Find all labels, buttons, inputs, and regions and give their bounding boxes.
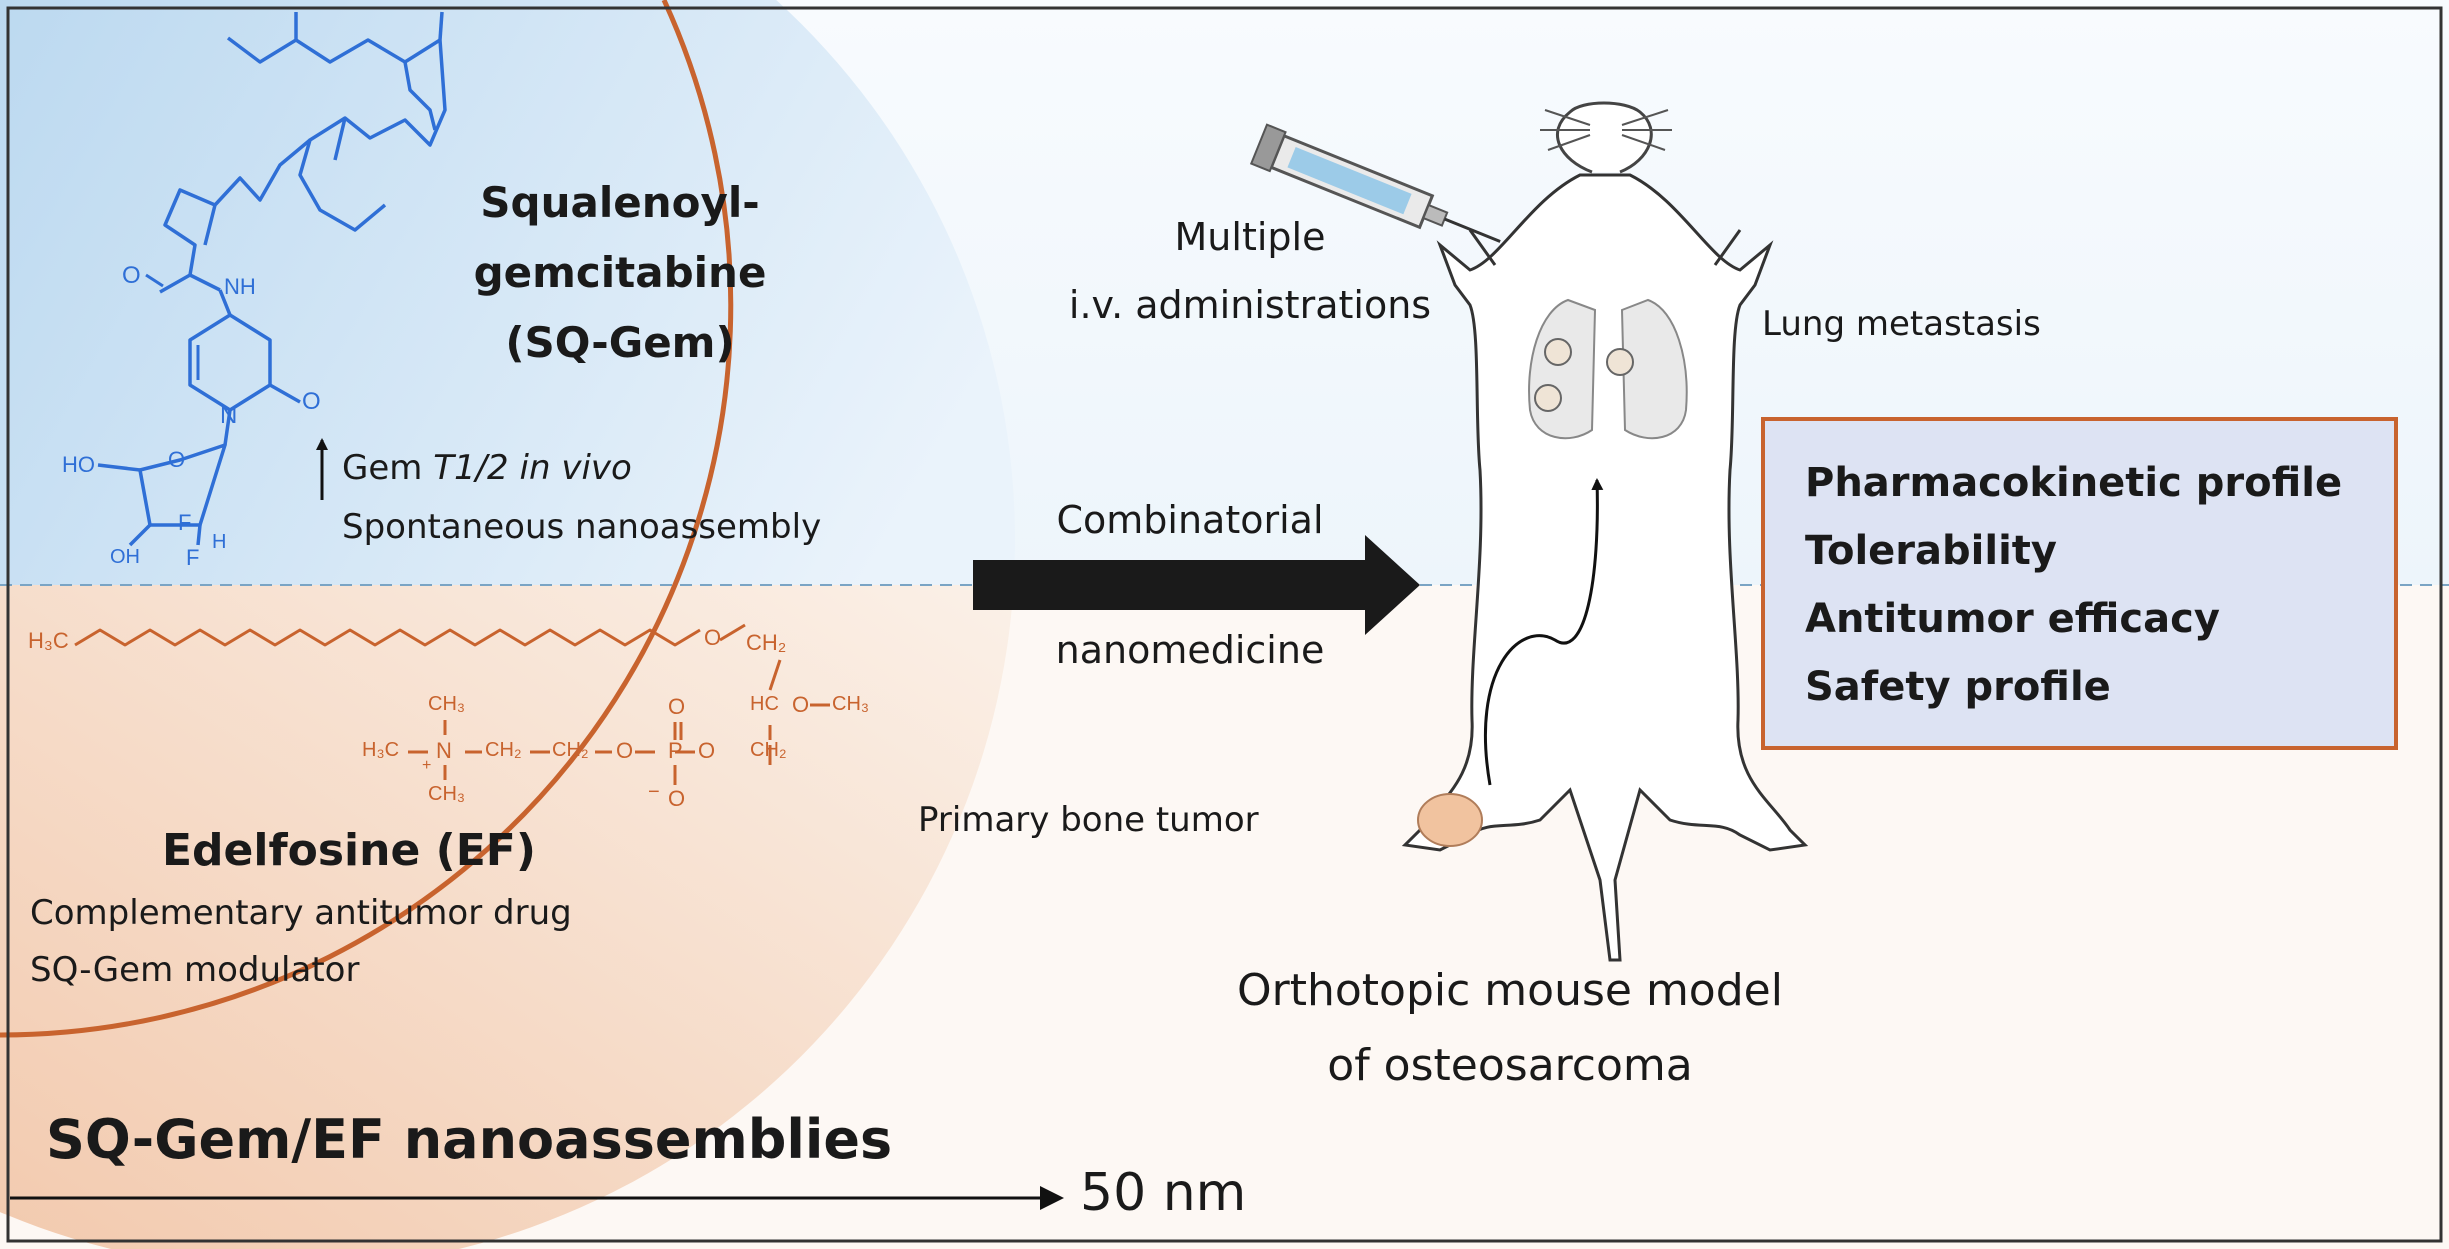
administration-label-line1: Multiple <box>1174 215 1326 259</box>
atom-label: H <box>212 531 227 553</box>
atom-label: CH₃ <box>428 783 466 805</box>
carbonyl <box>145 273 164 288</box>
atom-label: CH₂ <box>750 739 787 761</box>
atom-label: P <box>668 738 683 763</box>
atom-label: CH₂ <box>485 739 522 761</box>
atom-label: H₃C <box>362 739 400 761</box>
outcome-item: Pharmacokinetic profile <box>1805 460 2343 506</box>
atom-label: HO <box>62 452 95 477</box>
arrow-label-bottom: nanomedicine <box>1055 628 1325 672</box>
atom-label: CH₂ <box>746 630 787 655</box>
n-glycosidic-bond <box>223 409 232 446</box>
atom-label: O <box>698 738 716 763</box>
atom-label: CH₃ <box>832 693 870 715</box>
methyl-branch <box>438 11 444 41</box>
sq-gem-half-life-note: Gem T1/2 in vivo <box>342 448 632 489</box>
double-bond <box>403 61 437 131</box>
n-link <box>218 289 232 316</box>
note-prefix: Gem <box>342 448 423 488</box>
atom-label: O <box>302 388 321 415</box>
outcome-item: Antitumor efficacy <box>1805 596 2220 642</box>
ef-description-line2: SQ-Gem modulator <box>30 950 360 990</box>
model-title-line2: of osteosarcoma <box>1327 1040 1693 1091</box>
atom-label: O <box>122 262 141 289</box>
sq-gem-name-line2: gemcitabine <box>473 248 767 297</box>
atom-label: CH₃ <box>428 693 466 715</box>
ch2-bond <box>768 659 782 691</box>
ef-structure <box>74 623 830 785</box>
lung-right <box>1620 298 1688 440</box>
p-double-bond <box>673 722 683 740</box>
f-bond <box>196 524 202 546</box>
lung-metastasis-label: Lung metastasis <box>1762 304 2041 344</box>
ring-carbonyl <box>269 383 301 404</box>
nanoassembly-outline <box>0 0 734 1038</box>
primary-tumor-label: Primary bone tumor <box>918 800 1259 840</box>
atom-label: HC <box>750 693 779 715</box>
mouse-head <box>1556 101 1653 174</box>
primary-tumor <box>1417 793 1483 847</box>
syringe-icon <box>1249 123 1501 243</box>
mouse-arms <box>1468 229 1742 266</box>
scale-arrowhead <box>1040 1186 1064 1210</box>
metastasis-arrow <box>1484 478 1604 786</box>
lung-metastasis-nodule <box>1534 384 1562 412</box>
atom-label: F <box>186 545 200 570</box>
nanoassemblies-title: SQ-Gem/EF nanoassemblies <box>46 1108 893 1171</box>
atom-label: CH₂ <box>552 739 589 761</box>
ether-bond <box>719 623 746 642</box>
charge-label: + <box>422 757 432 774</box>
ef-description-line1: Complementary antitumor drug <box>30 893 572 933</box>
oh-bond <box>128 523 152 547</box>
charge-label: − <box>648 781 660 803</box>
scale-label: 50 nm <box>1080 1163 1247 1223</box>
atom-label: OH <box>110 546 140 568</box>
squalene-chain <box>203 117 347 246</box>
atom-label: O <box>616 738 634 763</box>
atom-label: N <box>220 402 238 429</box>
mouse-illustration <box>1401 101 1809 962</box>
ch2oh-bond <box>97 463 141 472</box>
outcome-item: Tolerability <box>1805 528 2057 574</box>
administration-label-line2: i.v. administrations <box>1068 283 1432 327</box>
atom-label: NH <box>224 274 256 299</box>
atom-label: O <box>704 625 722 650</box>
model-title-line1: Orthotopic mouse model <box>1237 965 1783 1016</box>
sq-gem-structure <box>97 11 447 547</box>
outcome-item: Safety profile <box>1805 664 2111 710</box>
sq-gem-nanoassembly-note: Spontaneous nanoassembly <box>342 507 822 547</box>
amide-bond <box>159 273 221 294</box>
ef-name: Edelfosine (EF) <box>162 825 536 876</box>
atom-label: H₃C <box>28 628 69 653</box>
arrow-label-top: Combinatorial <box>1056 498 1324 542</box>
combinatorial-arrow <box>973 535 1420 635</box>
sq-gem-name-line3: (SQ-Gem) <box>505 318 735 367</box>
figure-frame <box>6 6 2443 1243</box>
sq-gem-region <box>0 0 1015 585</box>
sq-gem-name-line1: Squalenoyl- <box>480 178 760 227</box>
atom-label: N <box>436 738 452 763</box>
atom-label: O <box>668 786 686 811</box>
note-in-vivo: in vivo <box>519 448 632 488</box>
note-half-life: T1/2 <box>433 448 509 488</box>
ribose-ring <box>138 443 227 527</box>
atom-label: O <box>792 692 810 717</box>
atom-label: O <box>668 694 686 719</box>
chain-to-amide <box>163 188 216 276</box>
mouse-body <box>1401 173 1809 962</box>
atom-label: F <box>178 510 192 535</box>
alkyl-chain <box>74 628 701 647</box>
lung-metastasis-nodule <box>1606 348 1634 376</box>
outcomes-box: Pharmacokinetic profile Tolerability Ant… <box>1761 417 2398 750</box>
mouse-whiskers <box>1540 109 1672 151</box>
lung-metastasis-nodule <box>1544 338 1572 366</box>
atom-label: O <box>168 447 186 472</box>
